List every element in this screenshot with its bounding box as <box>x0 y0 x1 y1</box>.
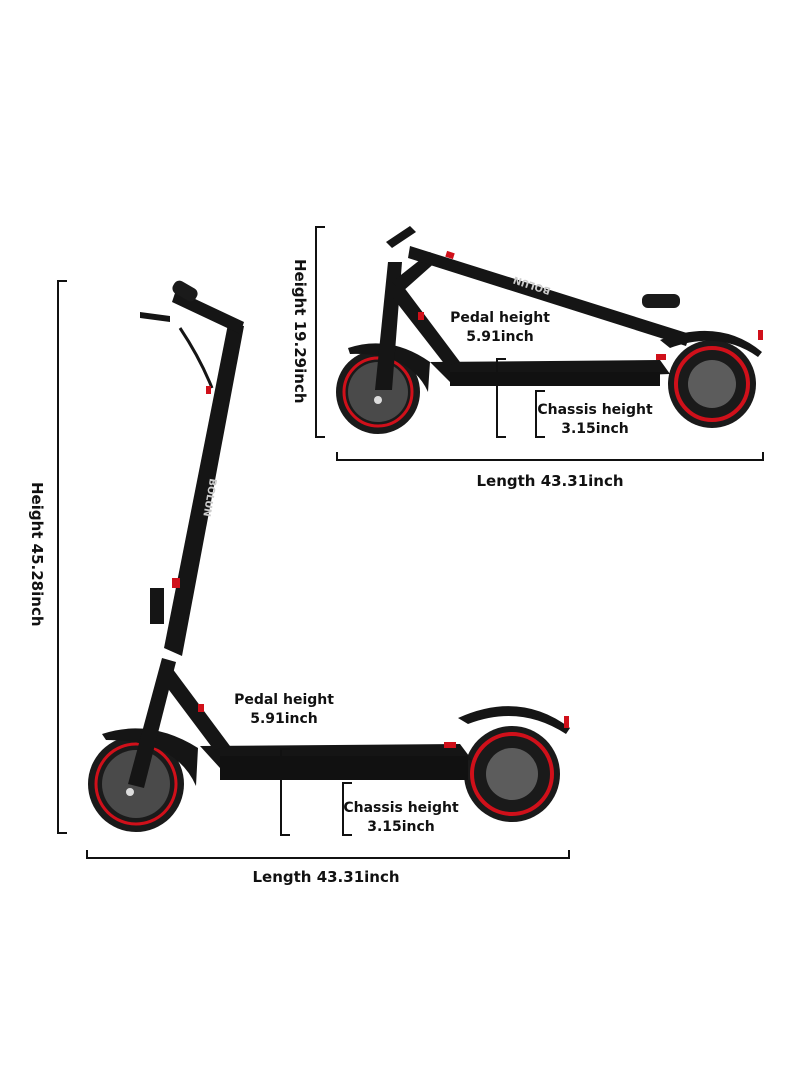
folded-length-label: Length 43.31inch <box>476 472 624 490</box>
folded-scooter-image: BOLUN <box>336 226 763 434</box>
unfolded-chassis-height-bracket <box>342 782 352 836</box>
unfolded-pedal-height-bracket <box>280 748 290 836</box>
unfolded-height-bracket <box>57 280 67 834</box>
folded-pedal-height-bracket <box>496 358 506 438</box>
folded-length-bracket <box>336 452 764 461</box>
folded-chassis-height-bracket <box>535 390 545 438</box>
unfolded-height-label: Height 45.28inch <box>28 482 46 627</box>
unfolded-length-bracket <box>86 850 570 859</box>
folded-height-bracket <box>315 226 325 438</box>
unfolded-scooter-image: BOLUN <box>88 280 570 832</box>
unfolded-pedal-height-label: Pedal height 5.91inch <box>234 692 334 727</box>
unfolded-length-label: Length 43.31inch <box>252 868 400 886</box>
unfolded-chassis-height-label: Chassis height 3.15inch <box>343 800 459 835</box>
folded-pedal-height-label: Pedal height 5.91inch <box>450 310 550 345</box>
folded-chassis-height-label: Chassis height 3.15inch <box>537 402 653 437</box>
